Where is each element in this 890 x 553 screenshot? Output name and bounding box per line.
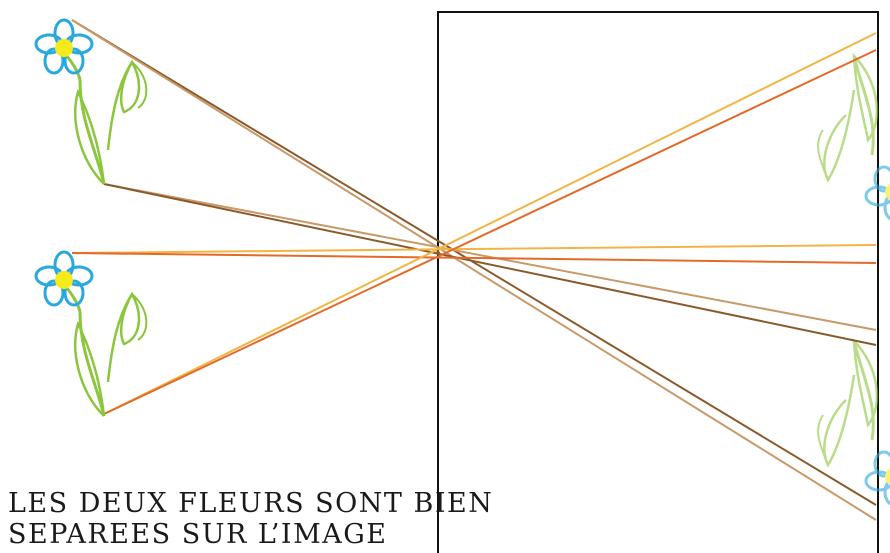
stem	[62, 51, 106, 185]
stem	[62, 283, 106, 417]
ray-lower-bottom-a	[103, 32, 877, 415]
ray-upper-top-a	[71, 19, 877, 506]
ray-upper-bottom-b	[103, 183, 877, 346]
ray-lower-top-b	[71, 252, 877, 264]
leaf-left	[74, 320, 106, 417]
upper-flower-image	[817, 52, 890, 221]
flower-icon	[34, 250, 94, 307]
upper-flower	[34, 18, 148, 185]
caption-line-1: LES DEUX FLEURS SONT BIEN	[8, 488, 494, 519]
leaf-right	[106, 291, 141, 383]
ray-upper-bottom-a	[103, 183, 877, 331]
flower-icon	[34, 18, 94, 75]
light-rays	[71, 19, 877, 521]
leaf-left	[74, 88, 106, 185]
caption: LES DEUX FLEURS SONT BIEN SEPAREES SUR L…	[8, 488, 493, 550]
lower-flower-image	[817, 337, 890, 506]
ray-lower-top-a	[71, 244, 877, 254]
pinhole	[436, 251, 440, 255]
lower-flower	[34, 250, 148, 417]
caption-line-2: SEPAREES SUR L’IMAGE	[8, 519, 388, 550]
leaf-right	[106, 59, 141, 151]
ray-lower-bottom-b	[103, 49, 877, 415]
ray-upper-top-b	[71, 19, 877, 521]
camera-box	[437, 11, 879, 553]
